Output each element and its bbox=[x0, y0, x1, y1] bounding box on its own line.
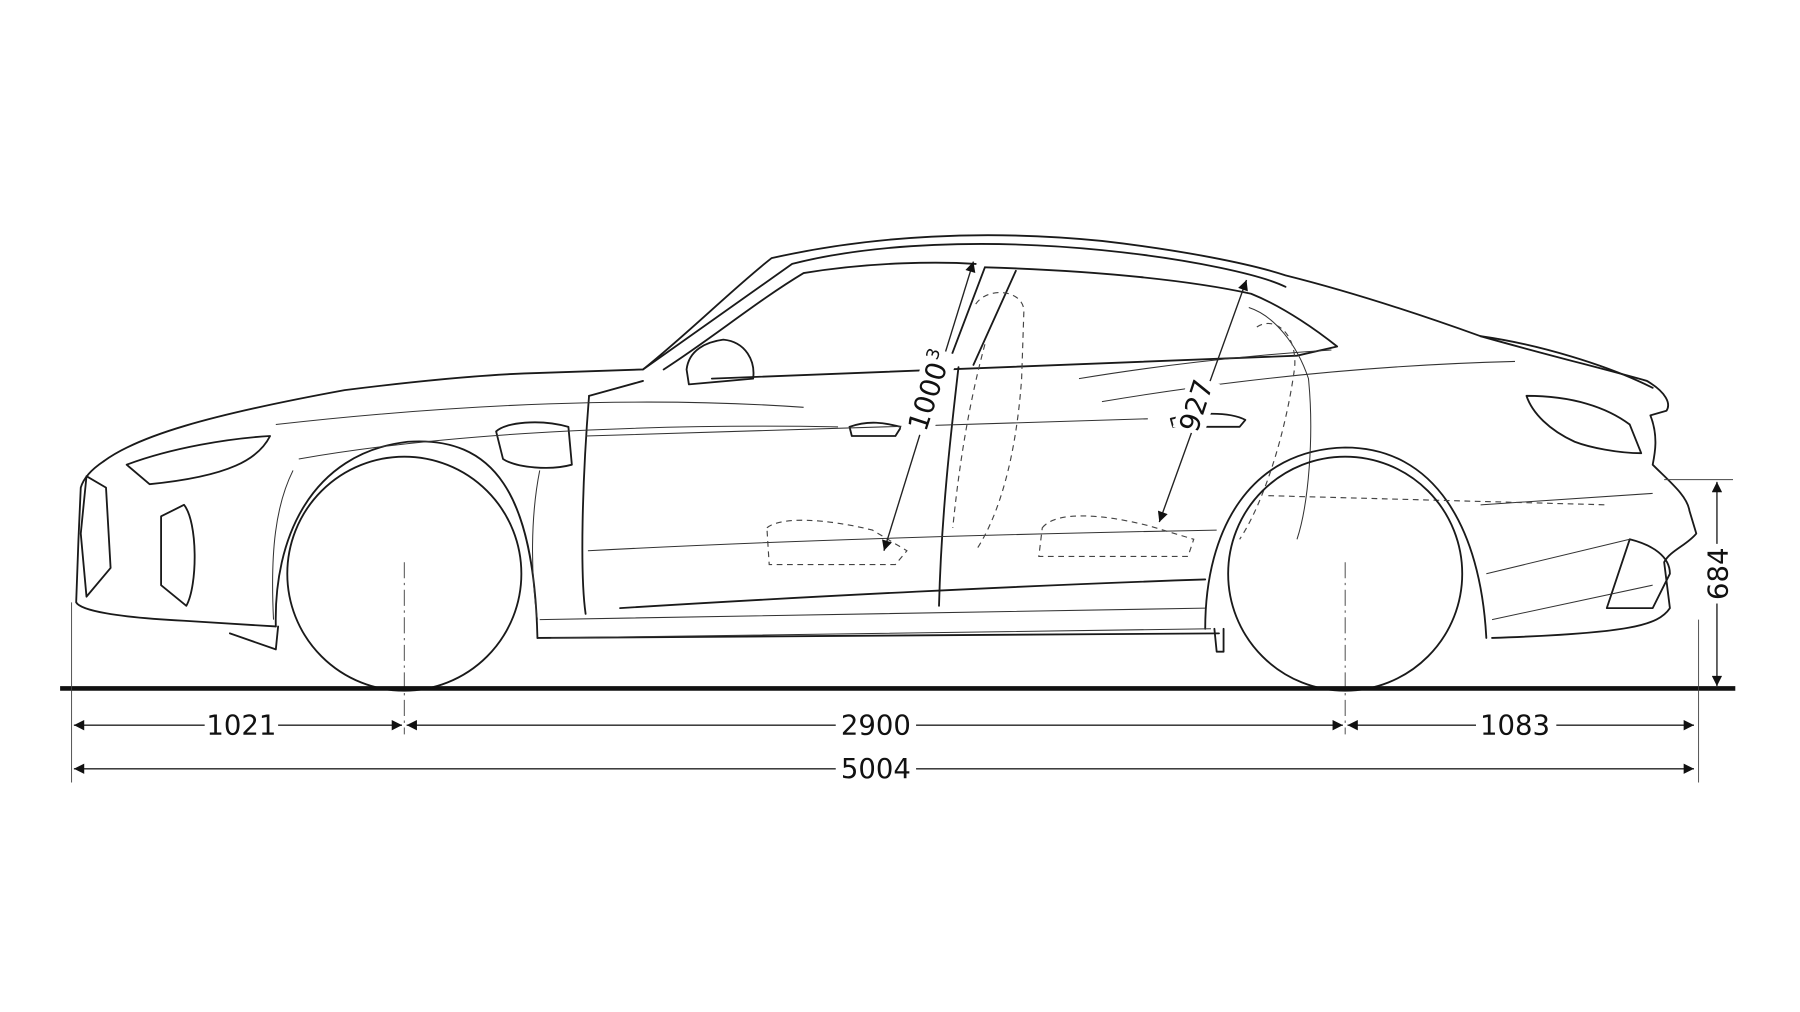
front-headroom-label: 1000 bbox=[902, 358, 954, 434]
overall-length-label: 5004 bbox=[841, 753, 911, 785]
rear-overhang-label: 1083 bbox=[1480, 709, 1550, 741]
rear-height-label: 684 bbox=[1702, 547, 1734, 600]
front-overhang-label: 1021 bbox=[206, 709, 276, 741]
car-outline bbox=[75, 234, 1698, 653]
wheelbase-label: 2900 bbox=[841, 709, 911, 741]
